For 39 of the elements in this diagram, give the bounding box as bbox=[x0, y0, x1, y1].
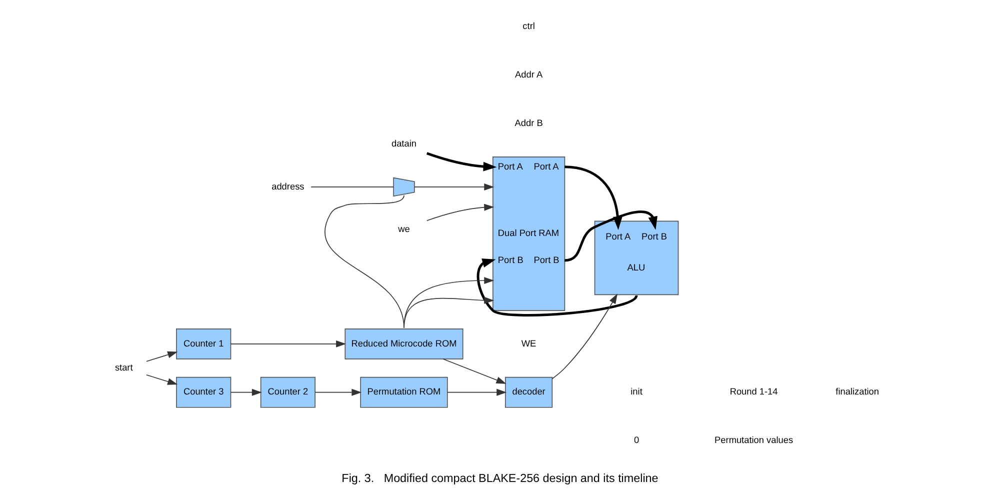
arrow bbox=[146, 374, 178, 385]
label: init bbox=[630, 386, 642, 397]
label: ctrl bbox=[522, 21, 535, 32]
arrow bbox=[404, 277, 494, 328]
arrow bbox=[404, 296, 494, 328]
node-box: Port A Port A Dual Port RAM Port B Port B bbox=[492, 156, 566, 311]
arrow bbox=[230, 388, 262, 396]
node-box: decoder bbox=[505, 376, 553, 408]
node-trapezium bbox=[393, 177, 415, 197]
label: Addr B bbox=[514, 118, 543, 128]
arrow bbox=[552, 294, 618, 380]
node-box: Port A Port B ALU bbox=[594, 220, 679, 296]
node-text: datain bbox=[391, 138, 416, 149]
arrow bbox=[414, 183, 494, 190]
node-box: Permutation ROM bbox=[360, 376, 448, 408]
node-text: address bbox=[272, 181, 304, 192]
node-box: Counter 3 bbox=[176, 376, 232, 408]
arrow bbox=[447, 388, 507, 396]
node-box: Counter 2 bbox=[260, 376, 316, 408]
node-box: Counter 1 bbox=[176, 328, 232, 360]
arrow bbox=[564, 210, 658, 262]
label: Round 1-14 bbox=[730, 386, 778, 397]
node-text: start bbox=[114, 362, 133, 372]
connector bbox=[310, 186, 394, 188]
arrow bbox=[426, 152, 497, 172]
node-text: we bbox=[398, 224, 410, 234]
arrow bbox=[146, 351, 178, 362]
arrow bbox=[230, 340, 346, 348]
label: finalization bbox=[836, 386, 880, 397]
label: Permutation values bbox=[714, 435, 794, 446]
arrow bbox=[442, 358, 506, 384]
arrow bbox=[476, 258, 638, 316]
caption: Fig. 3. Modified compact BLAKE-256 design and its timeline bbox=[342, 472, 658, 485]
label: Addr A bbox=[515, 69, 543, 80]
node-box: Reduced Microcode ROM bbox=[344, 328, 464, 360]
arrow bbox=[314, 388, 362, 396]
label: 0 bbox=[634, 435, 640, 446]
arrow bbox=[426, 204, 494, 222]
label: WE bbox=[521, 338, 536, 348]
